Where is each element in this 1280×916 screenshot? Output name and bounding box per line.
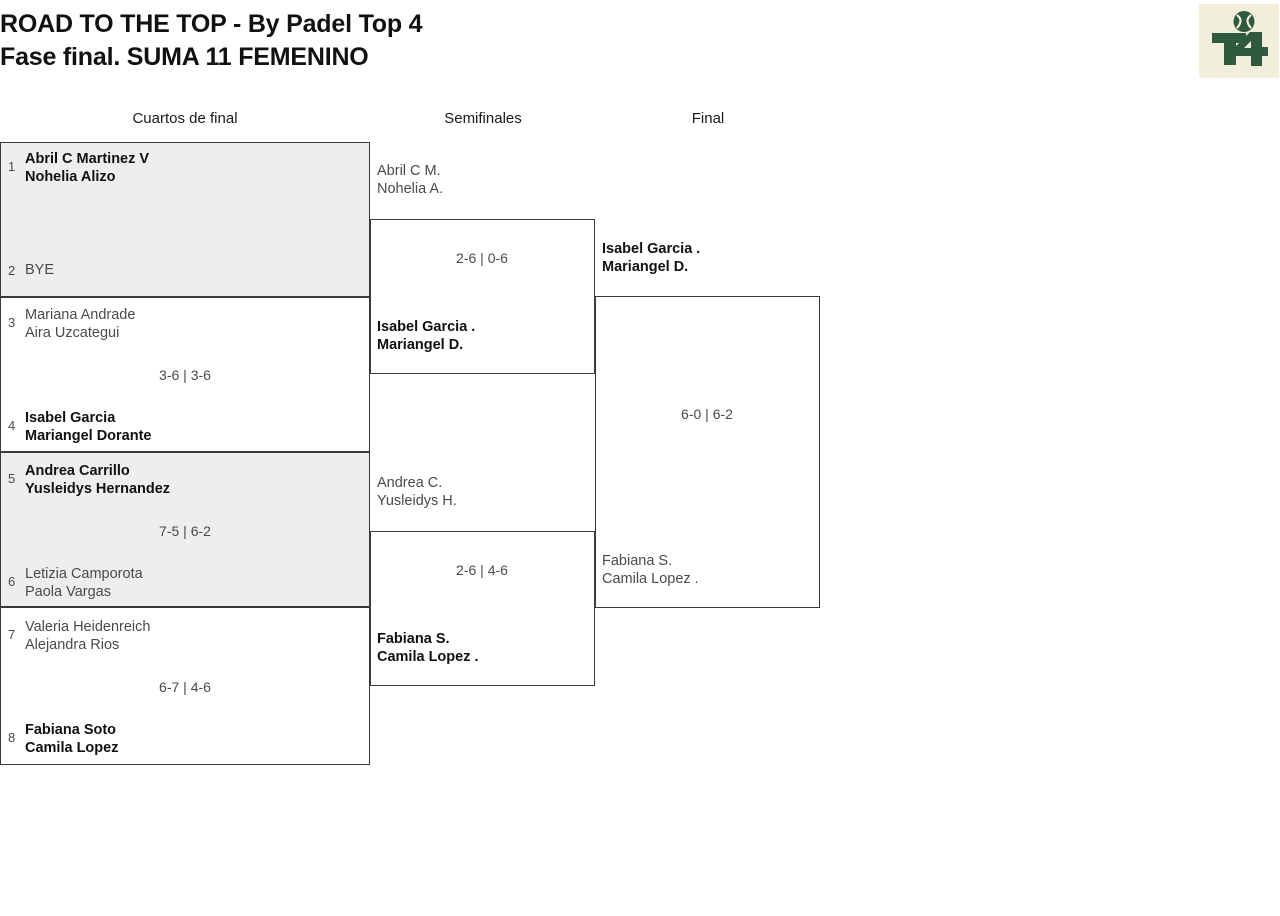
match-score: 2-6 | 4-6 <box>456 562 508 578</box>
padel-top-4-logo <box>1199 4 1279 78</box>
seed-number: 5 <box>8 471 16 486</box>
round-header-quarterfinals: Cuartos de final <box>132 110 238 127</box>
team-label: Isabel Garcia . Mariangel D. <box>602 241 701 275</box>
team-label: Fabiana Soto Camila Lopez <box>25 722 119 756</box>
match-box-final[interactable] <box>595 296 820 608</box>
title-line-2: Fase final. SUMA 11 FEMENINO <box>0 43 369 71</box>
team-label: Mariana Andrade Aira Uzcategui <box>25 307 136 341</box>
match-box-qf-2[interactable] <box>0 297 370 452</box>
match-box-sf-2[interactable] <box>370 531 595 686</box>
seed-number: 1 <box>8 159 16 174</box>
team-label: Isabel Garcia . Mariangel D. <box>377 319 476 353</box>
match-score: 6-0 | 6-2 <box>681 406 733 422</box>
round-header-final: Final <box>691 110 725 127</box>
seed-number: 4 <box>8 418 16 433</box>
team-label: Andrea Carrillo Yusleidys Hernandez <box>25 463 171 497</box>
match-score: 2-6 | 0-6 <box>456 250 508 266</box>
team-label: Fabiana S. Camila Lopez . <box>377 631 479 665</box>
match-score: 6-7 | 4-6 <box>159 679 211 695</box>
team-label: Valeria Heidenreich Alejandra Rios <box>25 619 151 653</box>
seed-number: 2 <box>8 263 16 278</box>
logo-t4-icon <box>1212 11 1268 66</box>
team-label: BYE <box>25 262 55 278</box>
title-line-1: ROAD TO THE TOP - By Padel Top 4 <box>0 10 423 38</box>
team-label: Letizia Camporota Paola Vargas <box>25 566 143 600</box>
seed-number: 7 <box>8 627 16 642</box>
seed-number: 8 <box>8 730 16 745</box>
match-score: 3-6 | 3-6 <box>159 367 211 383</box>
match-box-sf-1[interactable] <box>370 219 595 374</box>
match-box-qf-1[interactable] <box>0 142 370 297</box>
team-label: Fabiana S. Camila Lopez . <box>602 553 699 587</box>
team-label: Andrea C. Yusleidys H. <box>377 475 457 509</box>
match-box-qf-3[interactable] <box>0 452 370 607</box>
team-label: Abril C Martinez V Nohelia Alizo <box>25 151 150 185</box>
team-label: Isabel Garcia Mariangel Dorante <box>25 410 152 444</box>
match-box-qf-4[interactable] <box>0 607 370 765</box>
page-title: ROAD TO THE TOP - By Padel Top 4 Fase fi… <box>0 8 900 74</box>
round-header-semifinals: Semifinales <box>444 110 522 127</box>
seed-number: 3 <box>8 315 16 330</box>
seed-number: 6 <box>8 574 16 589</box>
match-score: 7-5 | 6-2 <box>159 523 211 539</box>
team-label: Abril C M. Nohelia A. <box>377 163 444 197</box>
